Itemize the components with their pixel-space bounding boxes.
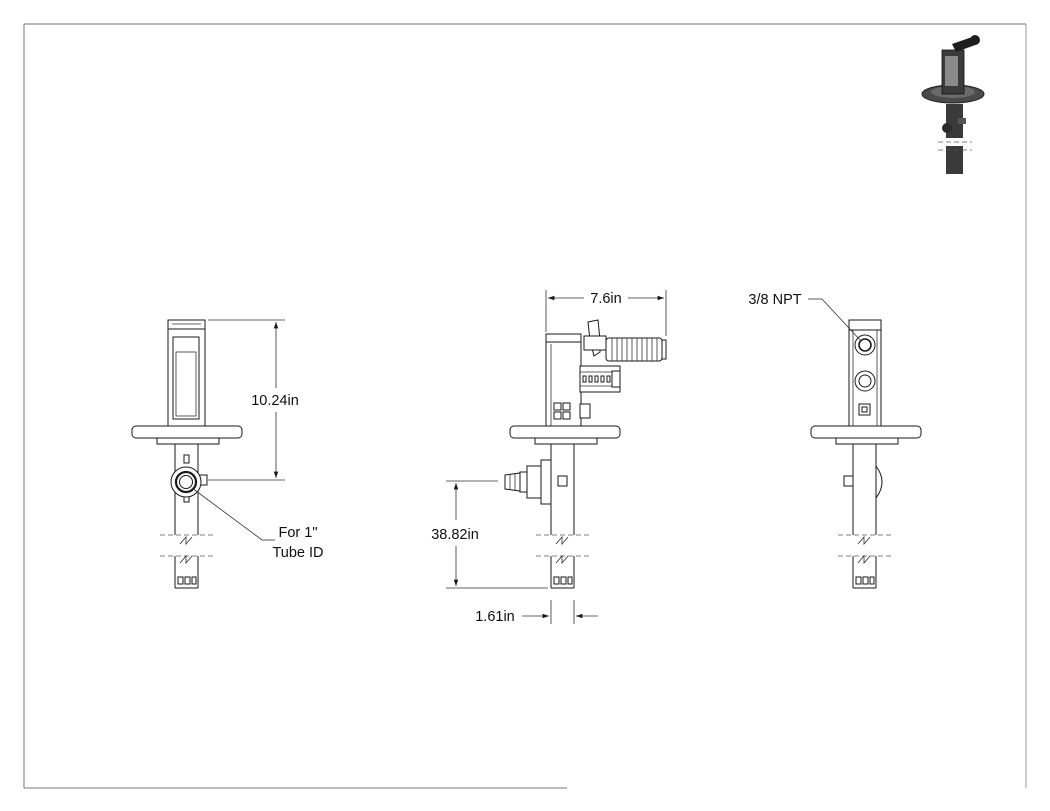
dimension-label-width: 7.6in (590, 291, 621, 307)
front-view (131, 319, 243, 589)
dimension-label-tube: 1.61in (475, 609, 515, 625)
callout-port-label: 3/8 NPT (748, 292, 801, 308)
grip-ribs (611, 338, 658, 361)
dimension-label-length: 38.82in (431, 527, 479, 543)
dimension-tube-width: 1.61in (475, 600, 598, 625)
rear-view (810, 319, 922, 589)
isometric-thumbnail (921, 35, 985, 174)
dimension-width-handle: 7.6in (545, 290, 667, 336)
dimension-label-height: 10.24in (251, 393, 299, 409)
callout-tube-line2: Tube ID (272, 545, 323, 561)
callout-tube-line1: For 1" (279, 525, 318, 541)
callout-tube-id: For 1" Tube ID (191, 487, 324, 561)
dimension-height-top: 10.24in (208, 319, 299, 481)
side-view (504, 319, 667, 589)
dimension-length-total: 38.82in (431, 480, 548, 589)
callout-port: 3/8 NPT (748, 292, 862, 342)
sheet-border (23, 23, 1027, 789)
